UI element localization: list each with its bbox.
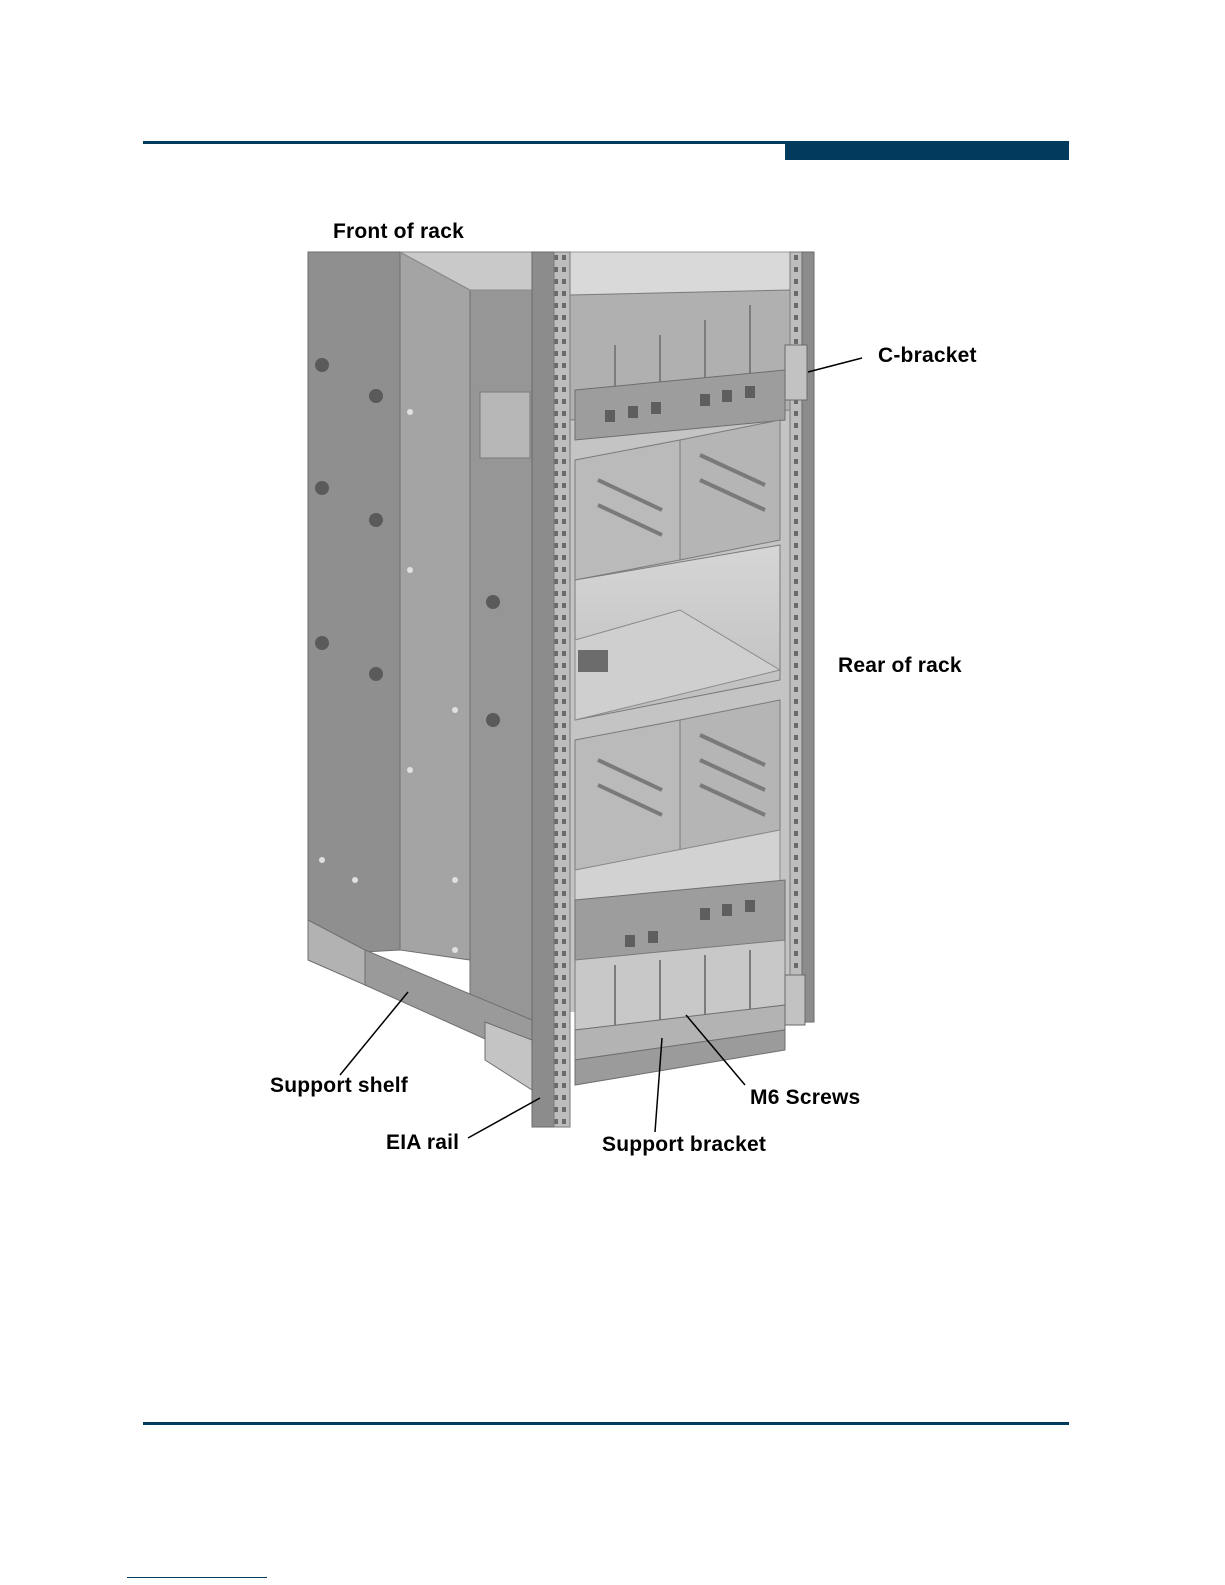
label-m6-screws: M6 Screws bbox=[750, 1086, 860, 1110]
label-rear-of-rack: Rear of rack bbox=[838, 654, 962, 678]
label-support-bracket: Support bracket bbox=[602, 1133, 766, 1157]
footnote-rule bbox=[127, 1577, 267, 1578]
eia-rail-front bbox=[532, 252, 570, 1127]
footer-rule bbox=[143, 1422, 1069, 1425]
label-c-bracket: C-bracket bbox=[878, 344, 977, 368]
rack-interior bbox=[570, 252, 792, 1030]
label-front-of-rack: Front of rack bbox=[333, 220, 464, 244]
label-eia-rail: EIA rail bbox=[386, 1131, 459, 1155]
rack-side-panel bbox=[308, 252, 532, 1040]
label-support-shelf: Support shelf bbox=[270, 1074, 408, 1098]
